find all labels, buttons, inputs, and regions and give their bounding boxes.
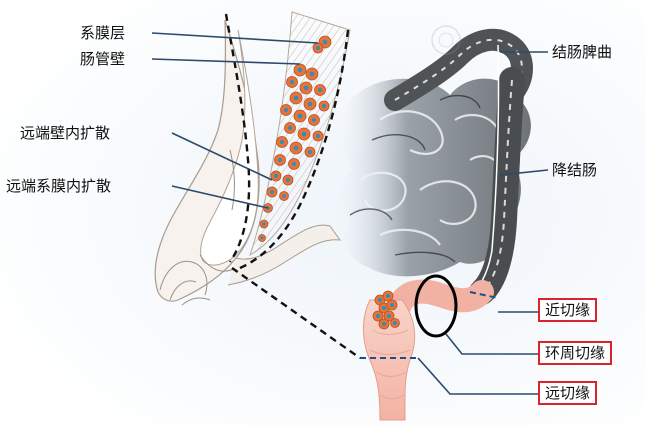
proximal-margin-line [469,291,499,299]
leader-intramural [171,132,273,181]
rectum-tumor-cluster [372,290,400,330]
leader-lines [151,32,549,395]
label-distal-mesenteric-spread: 远端系膜内扩散 [6,177,112,195]
small-intestine-mass [340,78,531,277]
label-mesentery-layer: 系膜层 [80,24,126,42]
bowel-cross-section [154,11,361,359]
label-splenic-flexure: 结肠脾曲 [552,43,613,61]
leader-mesentery [151,32,319,44]
sigmoid-colon [388,279,494,317]
label-distal-intramural-spread: 远端壁内扩散 [20,124,111,142]
label-descending-colon: 降结肠 [552,161,598,179]
rectum [362,299,416,421]
bowel-lower-wall [227,224,342,286]
label-bowel-wall: 肠管壁 [80,50,126,68]
intestine-coil-shadows [349,94,481,263]
label-circumferential-margin: 环周切缘 [538,341,613,365]
rectum-folds [369,329,411,400]
descending-colon-haustra [481,79,513,293]
transverse-colon-haustra [394,38,523,101]
leader-circumferential-margin [445,333,538,355]
label-proximal-margin: 近切缘 [538,298,598,322]
bowel-lumen [200,29,259,266]
leader-distal-margin [417,357,538,395]
leader-mesenteric [171,185,269,209]
section-dashed-boundaries [224,13,361,359]
label-distal-margin: 远切缘 [538,381,598,405]
leader-bowel-wall [151,58,301,65]
pelvic-floor-lines [159,149,237,306]
watermark [431,25,461,55]
leader-descending-colon [499,169,549,176]
wall-tumor-cluster [258,35,332,242]
circumferential-ring [414,274,458,338]
colon-illustration [340,28,533,421]
